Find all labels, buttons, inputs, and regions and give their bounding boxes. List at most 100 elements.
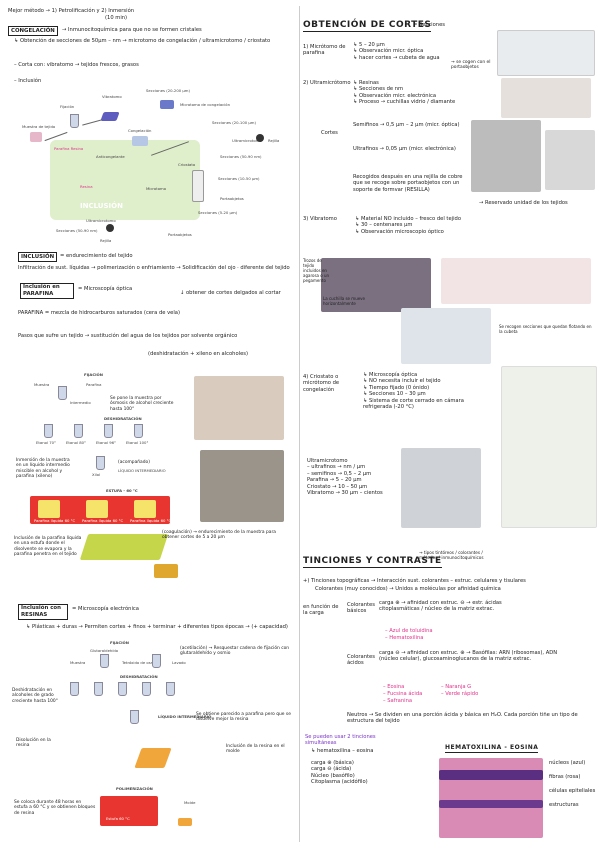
p2-label-deshidratacion: DESHIDRATACIÓN (120, 674, 158, 679)
colorantes-text: Colorantes (muy conocidos) → Unidos a mo… (315, 586, 501, 592)
intro-line-time: (10 min) (105, 15, 128, 21)
p2-label-estufa: Estufa 60 °C (106, 816, 130, 821)
diagram-label-ultramicrotomo: Ultramicrotomo (232, 138, 262, 143)
diagram-label-parafina-resina: Parafina Resina (54, 146, 84, 151)
basicos-list-2: – Hematoxilina (385, 635, 424, 641)
pasos-text-2: (deshidratación + xileno en alcoholes) (148, 351, 249, 357)
inclusion-label: INCLUSIÓN (18, 252, 58, 262)
slide-icon (192, 170, 204, 202)
diagram-label-secciones-6: Secciones (50-90 nm) (56, 228, 98, 233)
vibratome-machine (401, 308, 491, 364)
inclusion-definition: = endurecimiento del tejido (60, 253, 133, 259)
p1-tube-icon (74, 424, 83, 438)
p1-label-intermedio: Intermedio (70, 400, 91, 405)
resin-process-diagram: FIJACIÓN Glutaraldehído Muestra Tetróxid… (60, 640, 230, 840)
knife-photo (545, 130, 595, 190)
p2-note-molde: Inclusión de la resina en el molde (226, 744, 285, 755)
p1-tube-icon (134, 424, 143, 438)
diagram-label-congelacion: Congelación (128, 128, 152, 133)
resin-mold-icon (134, 748, 172, 768)
p1-label-muestra: Muestra (34, 382, 50, 387)
vibratome-icon (100, 112, 120, 121)
p1-label-parafina-2: Parafina líquida 60 °C (82, 518, 124, 523)
tinciones-item1: +) Tinciones topográficas → Interacción … (303, 578, 526, 584)
p1-note-acompanado: (acompañado) (118, 460, 150, 465)
p1-label-parafina-1: Parafina líquida 60 °C (34, 518, 76, 523)
ultramicrotome-illustration (501, 78, 591, 118)
p1-label-fijacion: FIJACIÓN (84, 372, 103, 377)
resin-oven (100, 796, 158, 826)
vibratome-photo (321, 258, 431, 312)
he-label-celulas: células epiteliales (549, 788, 596, 794)
p2-tube-icon (142, 682, 151, 696)
diagram-label-criostato: Criostato (178, 162, 196, 167)
he-title: HEMATOXILINA - EOSINA (445, 744, 539, 751)
resina-text: = Microscopía electrónica (72, 606, 139, 612)
p1-label-etanol-70: Etanol 70° (36, 440, 56, 445)
acidos-list-3: – Naranja G (441, 684, 472, 690)
paraffin-bath (86, 500, 108, 518)
basicos-list-1: – Azul de toluidina (385, 628, 433, 634)
microtome-illustration (497, 30, 595, 76)
diagram-label-microtomo: Microtomo (146, 186, 167, 191)
p1-label-xilol: Xilol (92, 472, 101, 477)
he-note: Se pueden usar 2 tinciones simultáneas (305, 734, 376, 747)
p2-label-molde: Molde (184, 800, 196, 805)
he-label-fibras: fibras (rosa) (549, 774, 581, 780)
diagram-label-ultramicrotomo-2: Ultramicrotomo (86, 218, 116, 223)
diagram-label-secciones-5: Secciones (5-20 μm) (198, 210, 238, 215)
tissue-sample-icon (30, 132, 42, 142)
block-icon (178, 818, 192, 826)
pasos-text: Pasos que sufre un tejido → sustitución … (18, 333, 238, 339)
p1-tube-icon (44, 424, 53, 438)
item1-note: → se cogen con el portaobjetos (451, 60, 491, 71)
diagram-label-rejilla: Rejilla (268, 138, 280, 143)
item1-text: ↳ 5 – 20 μm ↳ Observación micr. óptica ↳… (353, 42, 440, 61)
diagram-label-resina: Resina (80, 184, 93, 189)
vib-note-3: Se recogen secciones que quedan flotando… (499, 324, 592, 334)
diagram-label-secciones-1: Secciones (20-200 μm) (146, 88, 190, 93)
congelacion-label: CONGELACIÓN (8, 26, 58, 36)
p1-label-estufa: ESTUFA - 60 °C (106, 488, 138, 493)
parafina-note: ↓ obtener de cortes delgados al cortar (180, 290, 281, 296)
parafina-label: Inclusión en PARAFINA (20, 283, 74, 299)
parafina-text: = Microscopía óptica (78, 286, 133, 292)
arrow (82, 119, 102, 126)
he-left-text: carga ⊕ (básica) carga ⊖ (ácida) Núcleo … (311, 760, 368, 786)
cortes-label: Cortes (321, 130, 338, 136)
parafina-definition: PARAFINA = mezcla de hidrocarburos satur… (18, 310, 180, 316)
freezing-icon (132, 136, 148, 146)
p2-note-acetilacion: (acetilación) → Resquestar cadena de fij… (180, 646, 290, 657)
item1-label: 1) Micrótomo de parafina (303, 44, 346, 57)
he-label-estructuras: estructuras (549, 802, 579, 808)
acidos-list-1: – Eosina (383, 684, 405, 690)
obtencion-title: OBTENCIÓN DE CORTES (303, 20, 432, 30)
p2-note-estufa: Se coloca durante 48 horas en estufa a 6… (14, 800, 96, 816)
p1-label-liquido: LÍQUIDO INTERMEDIARIO (118, 468, 166, 473)
summary-text: Ultramicrotomo – ultrafinos → nm / μm – … (307, 458, 383, 497)
block-icon (154, 564, 178, 578)
inclusion-title: INCLUSIÓN (80, 202, 123, 210)
acidos-list-2: – Fucsina ácida (383, 691, 423, 697)
p2-label-lavado: Lavado (172, 660, 186, 665)
acidos-text: carga ⊖ → afinidad con estruc. ⊕ → Basóf… (379, 650, 558, 663)
paraffin-bath (134, 500, 156, 518)
p2-tube-icon (130, 710, 139, 724)
obtencion-title-tag: = Secciones (413, 22, 445, 28)
he-label-nucleos: núcleos (azul) (549, 760, 586, 766)
p1-note-coagulacion: (coagulación) → endurecimiento de la mue… (162, 530, 276, 541)
vibratome-illustration (441, 258, 591, 304)
diagram-label-portaobjetos-2: Portaobjetos (168, 232, 192, 237)
p1-note-estufa: Inclusión de la parafina líquida en una … (14, 536, 82, 558)
item4-label: 4) Criostato o micrótomo de congelación (303, 374, 340, 393)
p1-label-parafina: Parafina (86, 382, 102, 387)
semifinos-text: Semifinos → 0,5 μm – 2 μm (micr. óptica) (353, 122, 460, 128)
p2-tube-icon (94, 682, 103, 696)
cassettes-icon (79, 534, 169, 560)
p1-tube-icon (58, 386, 67, 400)
corta-con-text: – Corta con: vibratomo → tejidos frescos… (14, 62, 139, 68)
diagram-label-muestra: Muestra de tejido (22, 124, 56, 129)
ultramicrotome-photo (471, 120, 541, 192)
item2-label: 2) Ultramicrótomo (303, 80, 351, 86)
p2-label-glutaraldehido: Glutaraldehído (90, 648, 119, 653)
